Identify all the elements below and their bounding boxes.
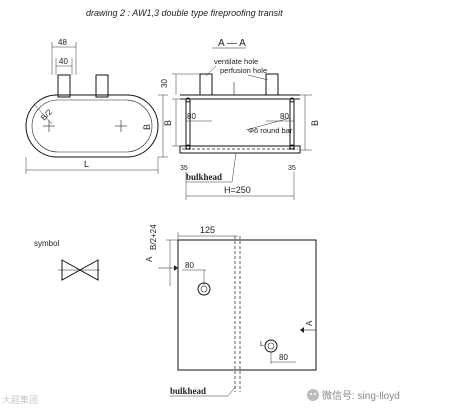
watermark-right: 微信号: sing-lloyd (307, 389, 400, 402)
round-bar-tr (289, 97, 295, 103)
symbol-label: symbol (34, 239, 60, 248)
symbol-right-triangle (78, 259, 99, 281)
watermark-right-text: 微信号: sing-lloyd (322, 389, 400, 402)
section-arrow-right-label: A (305, 320, 314, 326)
symbol-group: symbol (34, 239, 100, 281)
ventilate-hole-label: ventilate hole (214, 57, 258, 66)
section-dim-80-right: 80 (280, 112, 289, 121)
drawing-title: drawing 2 : AW1,3 double type fireproofi… (86, 8, 283, 18)
round-bar-bl (185, 144, 191, 150)
section-dim-35-left: 35 (180, 165, 188, 172)
section-bulkhead-label: bulkhead (186, 172, 222, 182)
plan-radius-label: B/2 (39, 107, 54, 122)
plan-dim-l: L (84, 159, 89, 169)
bulkhead-l-label: L (260, 341, 264, 348)
section-dim-35-right: 35 (288, 165, 296, 172)
bulkhead-view: 125 B/2+24 A 80 L 80 A bulkhead (145, 224, 317, 397)
wechat-icon (307, 389, 319, 401)
plan-dim-40: 40 (59, 57, 68, 66)
bulkhead-dim-b24: B/2+24 (149, 224, 158, 250)
section-pipe-right (265, 73, 279, 96)
section-dim-b-left: B (163, 120, 173, 126)
plan-view: B/2 48 40 B L (25, 38, 168, 174)
section-arrow-left-label: A (145, 256, 154, 262)
plan-dim-b: B (142, 124, 152, 130)
section-dim-80-left: 80 (187, 112, 196, 121)
plan-dim-48: 48 (58, 38, 67, 47)
bulkhead-view-label: bulkhead (170, 386, 206, 396)
round-bar-br (289, 144, 295, 150)
symbol-left-triangle (61, 259, 82, 281)
bulkhead-dim-80-bottom: 80 (279, 353, 288, 362)
section-dim-b-right: B (310, 120, 320, 126)
round-bar-tl (185, 97, 191, 103)
bulkhead-hole-lower (264, 339, 278, 353)
perfusion-hole-label: perfusion hole (220, 66, 267, 75)
section-pipe-left (199, 73, 213, 96)
plan-pipe-left (57, 74, 71, 98)
plan-pipe-right (95, 74, 109, 98)
section-label: A — A (218, 38, 246, 49)
plan-inner-shell (31, 99, 153, 153)
plan-outer-shell (25, 94, 159, 158)
watermark-left: 大超集团 (2, 394, 38, 405)
section-view: A — A ventilate hole perfusion hole Φ6 r… (160, 38, 320, 200)
bulkhead-dim-80-top: 80 (185, 261, 194, 270)
bulkhead-hole-upper (197, 282, 211, 296)
watermark-left-text: 大超集团 (2, 394, 38, 405)
section-dim-h: H=250 (224, 185, 251, 195)
bulkhead-plate (177, 239, 317, 371)
round-bar-label: Φ6 round bar (248, 126, 293, 135)
section-dim-30: 30 (160, 79, 169, 88)
section-bulkhead-plate (179, 145, 301, 154)
bulkhead-dim-125: 125 (200, 225, 215, 235)
